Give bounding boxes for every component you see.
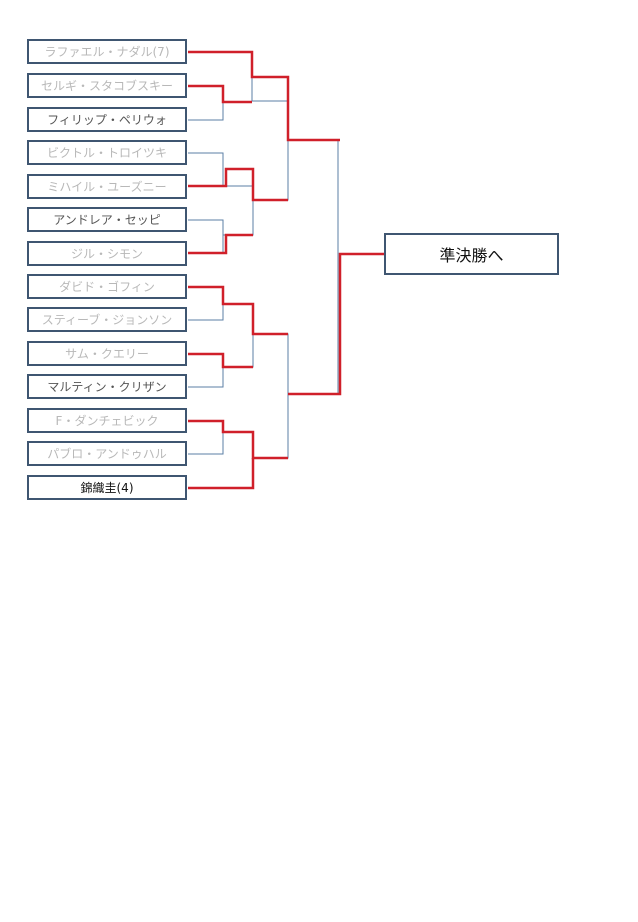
winner-path xyxy=(188,419,288,460)
winner-path xyxy=(188,167,288,202)
connector-line xyxy=(253,333,289,394)
semifinal-box: 準決勝へ xyxy=(384,233,559,275)
connector-line xyxy=(188,219,224,254)
winner-path xyxy=(188,84,252,104)
player-slot-6: アンドレア・セッピ xyxy=(27,207,187,232)
connector-line xyxy=(188,353,224,388)
connector-line xyxy=(188,85,224,121)
winner-path xyxy=(288,252,384,396)
connector-line xyxy=(188,420,224,455)
player-slot-5: ミハイル・ユーズニー xyxy=(27,174,187,199)
player-slot-14: 錦織圭(4) xyxy=(27,475,187,500)
connector-line xyxy=(188,152,253,187)
player-slot-8: ダビド・ゴフィン xyxy=(27,274,187,299)
player-slot-9: スティーブ・ジョンソン xyxy=(27,307,187,332)
winner-path xyxy=(188,352,253,369)
connector-line xyxy=(223,303,254,368)
connector-line xyxy=(223,169,254,236)
connector-line xyxy=(253,394,289,459)
winner-path xyxy=(188,458,255,490)
winner-path xyxy=(188,233,253,255)
connector-line xyxy=(188,431,254,489)
player-slot-1: ラファエル・ナダル(7) xyxy=(27,39,187,64)
connector-line xyxy=(288,139,339,395)
winner-path xyxy=(188,50,340,142)
winner-lines xyxy=(188,50,384,490)
connector-lines xyxy=(188,51,339,489)
player-slot-11: マルティン・クリザン xyxy=(27,374,187,399)
connector-line xyxy=(188,286,224,321)
player-slot-13: パブロ・アンドゥハル xyxy=(27,441,187,466)
player-slot-10: サム・クエリー xyxy=(27,341,187,366)
player-slot-4: ビクトル・トロイツキ xyxy=(27,140,187,165)
winner-path xyxy=(188,285,288,336)
player-slot-7: ジル・シモン xyxy=(27,241,187,266)
player-slot-12: F・ダンチェビック xyxy=(27,408,187,433)
connector-line xyxy=(253,101,289,201)
player-slot-2: セルギ・スタコブスキー xyxy=(27,73,187,98)
player-slot-3: フィリップ・ペリウォ xyxy=(27,107,187,132)
